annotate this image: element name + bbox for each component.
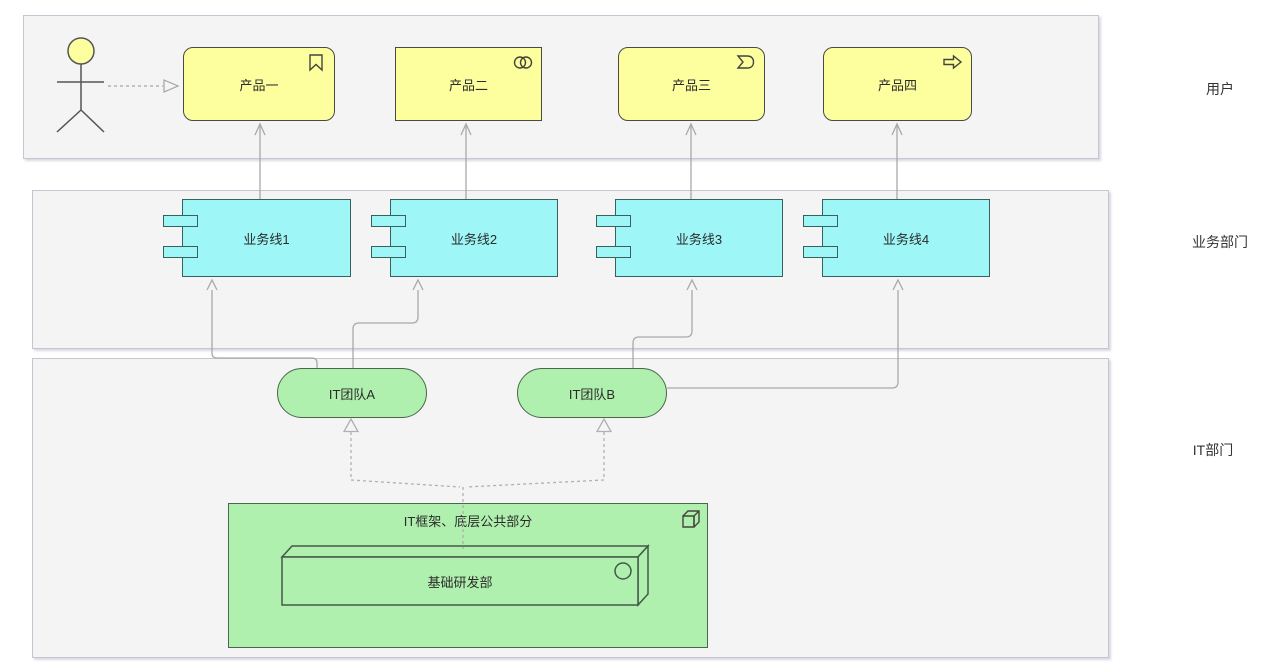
it-framework-title: IT框架、底层公共部分	[403, 514, 533, 529]
component-icon	[803, 246, 838, 258]
component-icon	[371, 246, 406, 258]
it-team-a-node[interactable]: IT团队A	[277, 368, 427, 418]
lane-it-label: IT部门	[1192, 442, 1234, 458]
it-team-b-node[interactable]: IT团队B	[517, 368, 667, 418]
it-team-a-label: IT团队A	[328, 386, 376, 402]
process-arrow-icon	[943, 54, 963, 70]
node-front-face	[281, 556, 639, 606]
business-line-4-label: 业务线4	[882, 231, 930, 247]
business-line-3-label: 业务线3	[675, 231, 723, 247]
product-2-label: 产品二	[448, 77, 488, 93]
business-line-2-label: 业务线2	[450, 231, 498, 247]
product-3-node[interactable]: 产品三	[618, 47, 765, 121]
lane-users-label: 用户	[1206, 81, 1234, 97]
base-rd-3d-node[interactable]	[275, 540, 655, 612]
component-icon	[596, 215, 631, 227]
business-line-1-label: 业务线1	[243, 231, 290, 247]
product-3-label: 产品三	[671, 77, 711, 93]
component-icon	[163, 246, 198, 258]
lane-business-label: 业务部门	[1192, 234, 1248, 250]
business-line-3-node[interactable]: 业务线3	[596, 199, 783, 277]
it-team-b-label: IT团队B	[568, 386, 616, 402]
node-side-face	[637, 544, 649, 607]
base-rd-label: 基础研发部	[427, 574, 493, 590]
component-icon	[596, 246, 631, 258]
node-top-face	[280, 545, 650, 558]
node-circle-icon	[614, 562, 632, 580]
collaboration-circles-icon	[513, 56, 533, 69]
component-icon	[803, 215, 838, 227]
business-line-2-node[interactable]: 业务线2	[371, 199, 558, 277]
product-1-node[interactable]: 产品一	[183, 47, 335, 121]
business-line-1-node[interactable]: 业务线1	[163, 199, 351, 277]
bookmark-icon	[309, 54, 323, 72]
product-1-label: 产品一	[239, 77, 279, 93]
event-icon	[736, 55, 755, 69]
component-icon	[163, 215, 198, 227]
product-4-label: 产品四	[877, 77, 917, 93]
product-2-node[interactable]: 产品二	[395, 47, 542, 121]
business-line-4-node[interactable]: 业务线4	[803, 199, 990, 277]
node-cube-icon	[682, 510, 700, 528]
product-4-node[interactable]: 产品四	[823, 47, 972, 121]
component-icon	[371, 215, 406, 227]
